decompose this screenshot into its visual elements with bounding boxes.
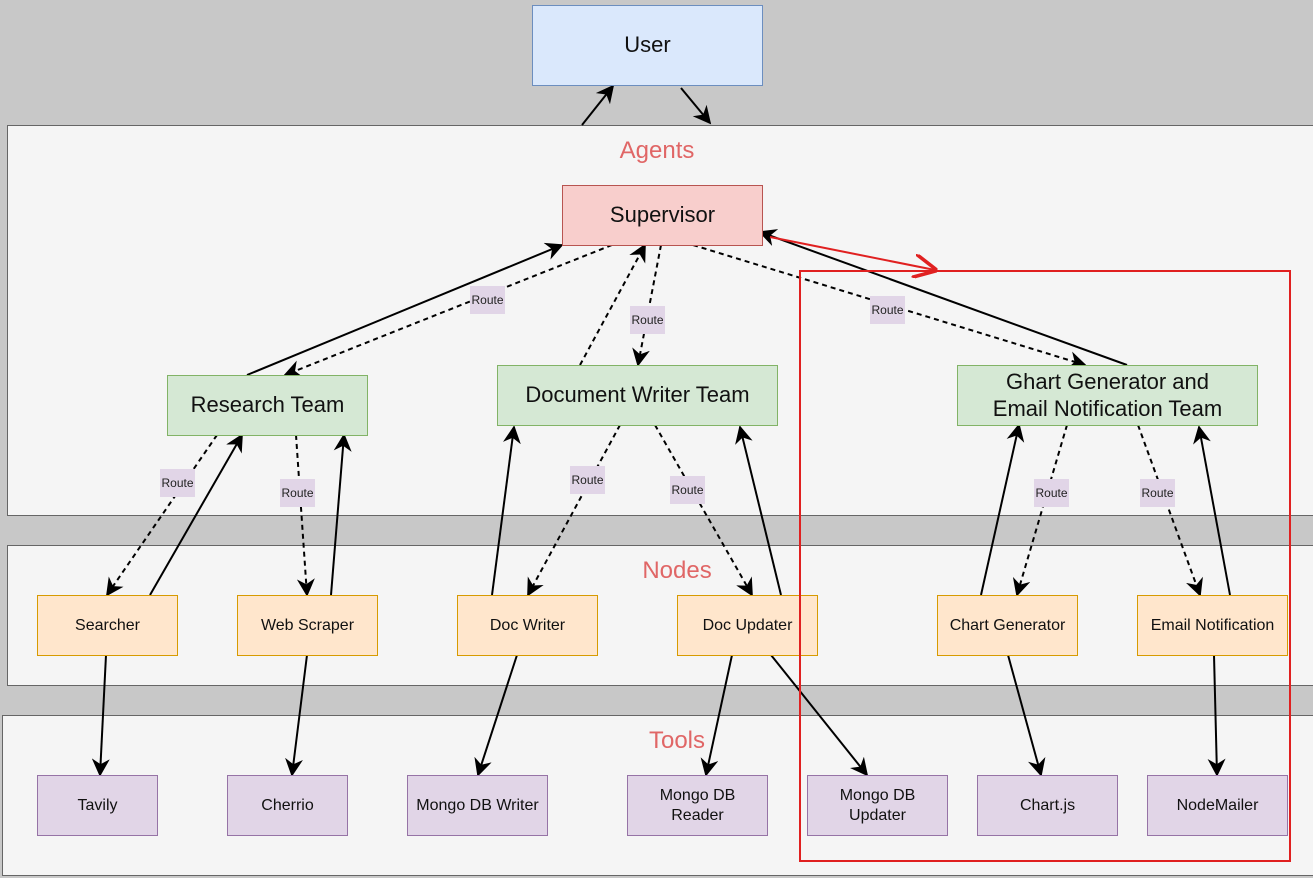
edge-docupdater-to-docteam	[735, 425, 782, 596]
route-label: Route	[1034, 479, 1069, 507]
agents-section-title: Agents	[619, 137, 695, 164]
chart-email-team-node[interactable]: Ghart Generator and Email Notification T…	[957, 365, 1258, 426]
edge-webscraper-to-research	[330, 433, 352, 596]
user-node[interactable]: User	[532, 5, 763, 86]
mongo-db-updater-label-line2: Updater	[849, 806, 906, 824]
doc-updater-node[interactable]: Doc Updater	[677, 595, 818, 656]
route-label: Route	[1140, 479, 1175, 507]
edge-chartgen-to-chartjs	[1007, 654, 1046, 777]
route-label: Route	[670, 476, 705, 504]
route-label: Route	[160, 469, 195, 497]
edge-searcher-to-research	[149, 433, 243, 596]
document-writer-team-node[interactable]: Document Writer Team	[497, 365, 778, 426]
route-label: Route	[280, 479, 315, 507]
edge-searcher-to-tavily	[91, 654, 110, 777]
tavily-tool[interactable]: Tavily	[37, 775, 158, 836]
research-team-node[interactable]: Research Team	[167, 375, 368, 436]
edge-docteam-to-supervisor	[579, 243, 646, 366]
chartjs-tool[interactable]: Chart.js	[977, 775, 1118, 836]
mongo-db-reader-label-line1: Mongo DB	[659, 787, 736, 805]
mongo-db-updater-label-line1: Mongo DB	[839, 787, 916, 805]
edge-webscraper-to-cherrio	[285, 654, 308, 777]
searcher-node[interactable]: Searcher	[37, 595, 178, 656]
highlight-callout-arrow	[769, 236, 935, 270]
highlight-box	[799, 270, 1291, 862]
email-notification-node[interactable]: Email Notification	[1137, 595, 1288, 656]
edge-research-to-supervisor	[246, 242, 564, 376]
edge-agents-to-user	[581, 84, 615, 126]
edge-email-to-nodemailer	[1207, 654, 1226, 777]
chart-email-team-label-line2: Email Notification Team	[992, 395, 1223, 421]
edge-docteam-route-docupdater	[654, 424, 753, 597]
mongo-db-updater-tool[interactable]: Mongo DB Updater	[807, 775, 948, 836]
web-scraper-node[interactable]: Web Scraper	[237, 595, 378, 656]
mongo-db-reader-tool[interactable]: Mongo DB Reader	[627, 775, 768, 836]
nodes-section-title: Nodes	[642, 557, 712, 584]
chart-generator-node[interactable]: Chart Generator	[937, 595, 1078, 656]
nodemailer-tool[interactable]: NodeMailer	[1147, 775, 1288, 836]
edge-chartteam-route-email	[1137, 424, 1203, 597]
edge-docwriter-to-docteam	[491, 425, 521, 596]
edge-docteam-route-docwriter	[527, 424, 621, 597]
edge-chartteam-route-chartgen	[1012, 424, 1068, 597]
doc-writer-node[interactable]: Doc Writer	[457, 595, 598, 656]
edge-docupdater-to-mongoreader	[700, 654, 733, 777]
route-label: Route	[470, 286, 505, 314]
edge-docwriter-to-mongowriter	[474, 654, 518, 777]
edge-email-to-chartteam	[1193, 425, 1231, 596]
cherrio-tool[interactable]: Cherrio	[227, 775, 348, 836]
chart-email-team-label-line1: Ghart Generator and	[1005, 369, 1209, 395]
mongo-db-writer-tool[interactable]: Mongo DB Writer	[407, 775, 548, 836]
supervisor-node[interactable]: Supervisor	[562, 185, 763, 246]
edge-supervisor-route-research	[283, 244, 613, 378]
route-label: Route	[630, 306, 665, 334]
edge-docupdater-to-mongoupdater	[770, 654, 869, 777]
edge-supervisor-route-docteam	[632, 244, 662, 367]
edge-chartgen-to-chartteam	[980, 423, 1025, 596]
edge-chartteam-to-supervisor	[758, 229, 1128, 366]
route-label: Route	[870, 296, 905, 324]
nodes-panel	[7, 545, 1313, 686]
edge-user-to-agents	[680, 87, 712, 125]
route-label: Route	[570, 466, 605, 494]
tools-section-title: Tools	[648, 727, 706, 754]
edge-research-route-searcher	[105, 434, 218, 597]
mongo-db-reader-label-line2: Reader	[671, 806, 724, 824]
edge-research-route-webscraper	[295, 434, 315, 597]
